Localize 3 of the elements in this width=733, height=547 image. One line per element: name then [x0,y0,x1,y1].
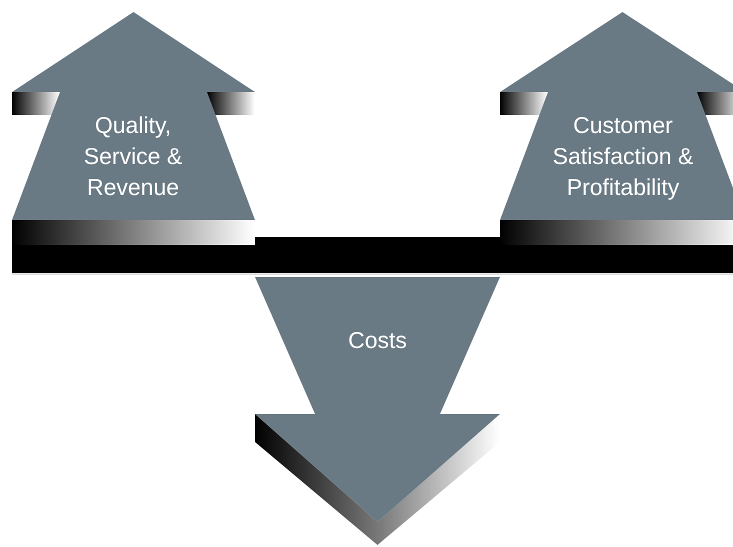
arrow-label: Customer Satisfaction & Profitability [552,111,694,202]
arrow-label: Quality, Service & Revenue [82,111,184,202]
arrow-label: Costs [347,326,408,355]
